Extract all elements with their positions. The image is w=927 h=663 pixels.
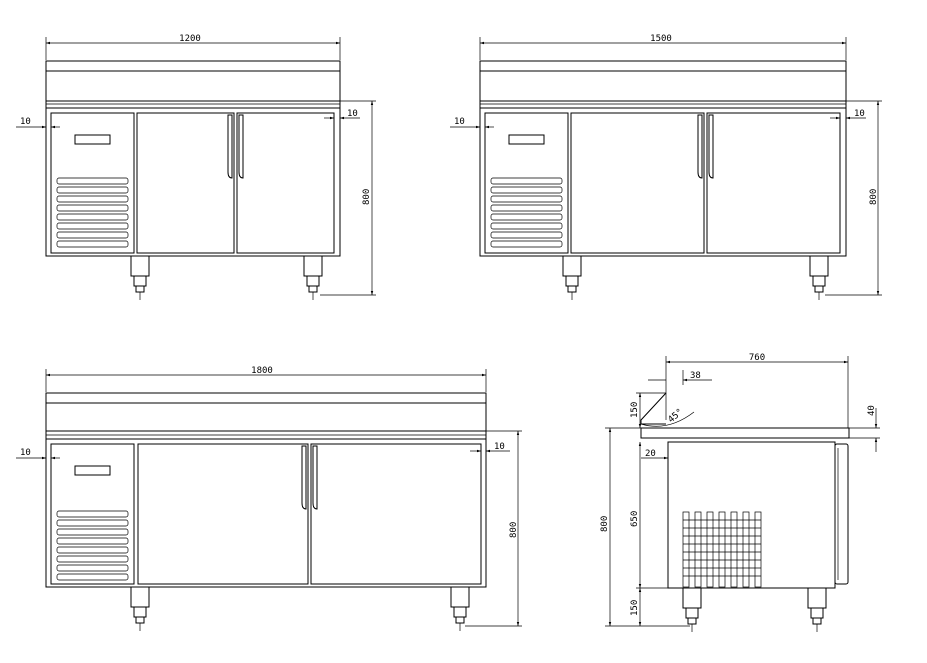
front-view-1800: 1800 bbox=[16, 366, 522, 631]
right-gap-label-1500: 10 bbox=[854, 109, 865, 119]
height-label-1500: 800 bbox=[869, 189, 879, 205]
body-height-label: 650 bbox=[630, 511, 640, 527]
control-display bbox=[74, 134, 111, 145]
splash-height-label: 150 bbox=[630, 402, 640, 418]
control-display bbox=[74, 465, 111, 476]
left-gap-label-1800: 10 bbox=[20, 448, 31, 458]
right-gap-label-1200: 10 bbox=[347, 109, 358, 119]
width-label-1500: 1500 bbox=[650, 34, 672, 44]
height-label-1200: 800 bbox=[362, 189, 372, 205]
vent-louvers-1200 bbox=[56, 177, 129, 248]
gap-label: 20 bbox=[645, 449, 656, 459]
side-vent-slots bbox=[682, 511, 762, 588]
top-thickness-label: 40 bbox=[867, 405, 877, 416]
legs-1200 bbox=[130, 255, 323, 300]
control-display bbox=[508, 134, 545, 145]
angle-label: 45° bbox=[667, 407, 686, 425]
width-label-1800: 1800 bbox=[251, 366, 273, 376]
offset-label: 38 bbox=[690, 371, 701, 381]
total-height-label: 800 bbox=[600, 516, 610, 532]
depth-label: 760 bbox=[749, 353, 765, 363]
width-label-1200: 1200 bbox=[179, 34, 201, 44]
legs-1500 bbox=[562, 255, 829, 300]
leg-height-label: 150 bbox=[630, 600, 640, 616]
legs-1800 bbox=[130, 586, 470, 631]
front-view-1200: 1200 bbox=[16, 34, 376, 300]
side-view: 760 38 45° bbox=[600, 353, 880, 632]
vent-louvers-1800 bbox=[56, 510, 129, 581]
left-gap-label-1500: 10 bbox=[454, 117, 465, 127]
left-gap-label-1200: 10 bbox=[20, 117, 31, 127]
front-view-1500: 1500 bbox=[450, 34, 882, 300]
side-legs bbox=[682, 587, 827, 632]
vent-louvers-1500 bbox=[490, 177, 563, 248]
right-gap-label-1800: 10 bbox=[494, 442, 505, 452]
height-label-1800: 800 bbox=[509, 522, 519, 538]
